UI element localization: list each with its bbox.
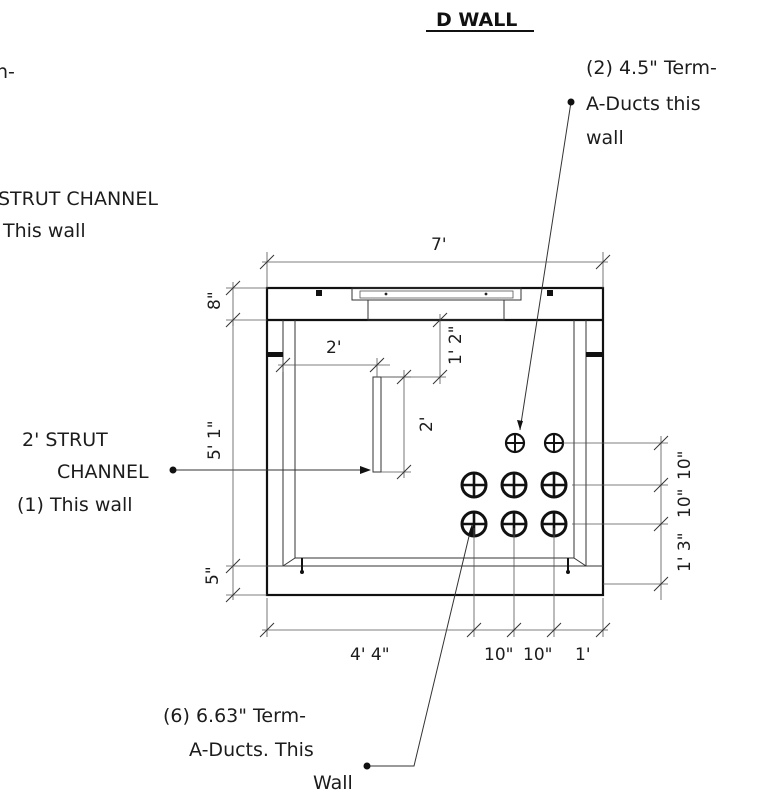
strut-left-label-1: 2' STRUT	[22, 429, 108, 451]
dim-duct-spacing-h2: 10"	[523, 645, 552, 665]
duct-large	[500, 471, 528, 499]
dim-duct-spacing-h1: 10"	[484, 645, 513, 665]
dim-duct-spacing-bottom: 1' 3"	[675, 532, 695, 572]
dim-strut-length: 2'	[417, 417, 437, 433]
large-ducts-label-2: A-Ducts. This	[189, 739, 314, 761]
dim-top-lid: 8"	[205, 291, 225, 310]
strut-left-label-3: (1) This wall	[17, 494, 133, 516]
dim-overall-width: 7'	[431, 235, 447, 255]
drawing-title: D WALL	[436, 9, 517, 31]
duct-large	[540, 471, 568, 499]
dim-duct-right-offset: 1'	[575, 645, 591, 665]
leader-lines	[169, 98, 575, 770]
lid-frame	[316, 287, 553, 321]
dim-duct-spacing-top: 10"	[675, 451, 695, 480]
strut-channel-top-label-2: This wall	[2, 220, 86, 242]
large-ducts-group	[460, 471, 568, 538]
small-ducts-group	[504, 432, 565, 454]
dim-strut-offset-horizontal: 2'	[326, 338, 342, 358]
dim-wall-height: 5' 1"	[205, 420, 225, 460]
dimension-lines	[225, 252, 669, 638]
strut-left-label-2: CHANNEL	[57, 461, 149, 483]
duct-large	[460, 471, 488, 499]
small-ducts-label-3: wall	[586, 127, 624, 149]
strut-channel-top-label-1: STRUT CHANNEL	[0, 188, 158, 210]
vault-outline	[265, 286, 605, 597]
dim-duct-left-offset: 4' 4"	[350, 645, 390, 665]
dim-strut-offset-vertical: 1' 2"	[446, 325, 466, 365]
dim-duct-spacing-mid: 10"	[675, 489, 695, 518]
large-ducts-label-1: (6) 6.63" Term-	[163, 705, 306, 727]
duct-small	[504, 432, 526, 454]
large-ducts-label-3: Wall	[313, 772, 353, 794]
duct-small	[543, 432, 565, 454]
strut-channel	[372, 376, 382, 473]
dim-bottom-floor: 5"	[203, 566, 223, 585]
small-ducts-label-2: A-Ducts this	[586, 93, 701, 115]
small-ducts-label-1: (2) 4.5" Term-	[586, 57, 717, 79]
clipped-label-fragment: n-	[0, 61, 15, 83]
